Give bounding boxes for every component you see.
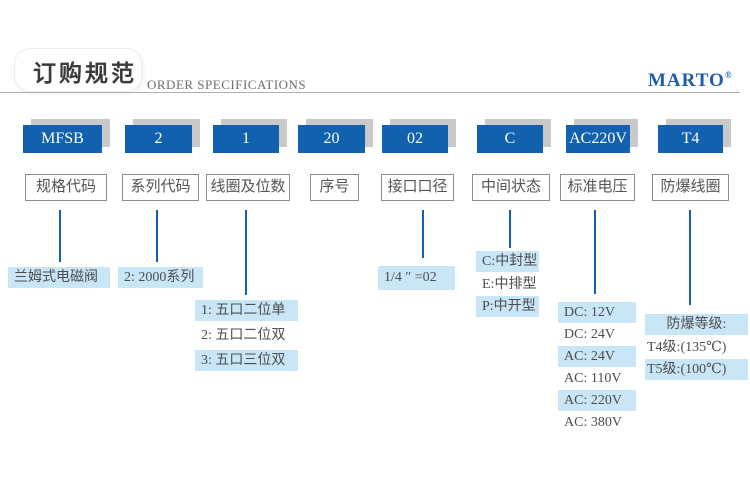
connector-line-spec	[59, 210, 61, 262]
note-voltage-dc12: DC: 12V	[558, 302, 636, 323]
code-chip-exproof: T4	[658, 125, 723, 153]
brand-logo: MARTO®	[648, 70, 732, 92]
brand-text: MARTO	[648, 70, 725, 91]
field-label-coil-positions: 线圈及位数	[206, 174, 290, 201]
note-exproof-grade-title: 防爆等级:	[645, 314, 748, 335]
code-chip-series: 2	[125, 125, 192, 153]
note-center-closed: C:中封型	[476, 251, 539, 272]
note-voltage-ac110: AC: 110V	[564, 371, 622, 386]
note-voltage-ac24: AC: 24V	[558, 346, 636, 367]
note-series-2000: 2: 2000系列	[118, 267, 203, 288]
page-title: 订购规范	[33, 61, 137, 86]
field-label-spec-code: 规格代码	[25, 174, 107, 201]
note-center-exhaust: E:中排型	[482, 277, 537, 292]
code-chip-port: 02	[382, 125, 448, 153]
connector-line-center	[509, 210, 511, 248]
code-chip-voltage: AC220V	[566, 125, 630, 153]
connector-line-coil	[245, 210, 247, 295]
note-coil-option-1: 1: 五口二位单	[195, 300, 298, 321]
note-spec-type: 兰姆式电磁阀	[8, 267, 110, 288]
code-chip-coil: 1	[213, 125, 279, 153]
note-port-size: 1/4 ″ =02	[378, 266, 455, 290]
code-chip-center: C	[477, 125, 543, 153]
field-label-exproof-coil: 防爆线圈	[652, 174, 729, 201]
note-voltage-dc24: DC: 24V	[564, 327, 615, 342]
note-coil-option-2: 2: 五口二位双	[201, 328, 286, 343]
note-exproof-t4: T4级:(135℃)	[647, 340, 727, 355]
field-label-series-code: 系列代码	[122, 174, 199, 201]
field-label-serial-number: 序号	[310, 174, 359, 201]
connector-line-voltage	[594, 210, 596, 294]
code-chip-serial: 20	[298, 125, 365, 153]
registered-mark: ®	[724, 70, 732, 80]
note-voltage-ac380: AC: 380V	[564, 415, 622, 430]
note-voltage-ac220: AC: 220V	[558, 390, 636, 411]
note-exproof-t5: T5级:(100℃)	[645, 359, 748, 380]
field-label-center-state: 中间状态	[472, 174, 550, 201]
note-coil-option-3: 3: 五口三位双	[195, 350, 298, 371]
connector-line-port	[422, 210, 424, 258]
header-divider	[0, 92, 740, 93]
page-title-box	[14, 48, 142, 92]
connector-line-exproof	[689, 210, 691, 305]
connector-line-series	[156, 210, 158, 262]
page-subtitle: ORDER SPECIFICATIONS	[147, 77, 307, 92]
field-label-std-voltage: 标准电压	[560, 174, 635, 201]
note-center-open: P:中开型	[476, 296, 539, 317]
code-chip-mfsb: MFSB	[23, 125, 102, 153]
field-label-port-size: 接口口径	[381, 174, 454, 201]
